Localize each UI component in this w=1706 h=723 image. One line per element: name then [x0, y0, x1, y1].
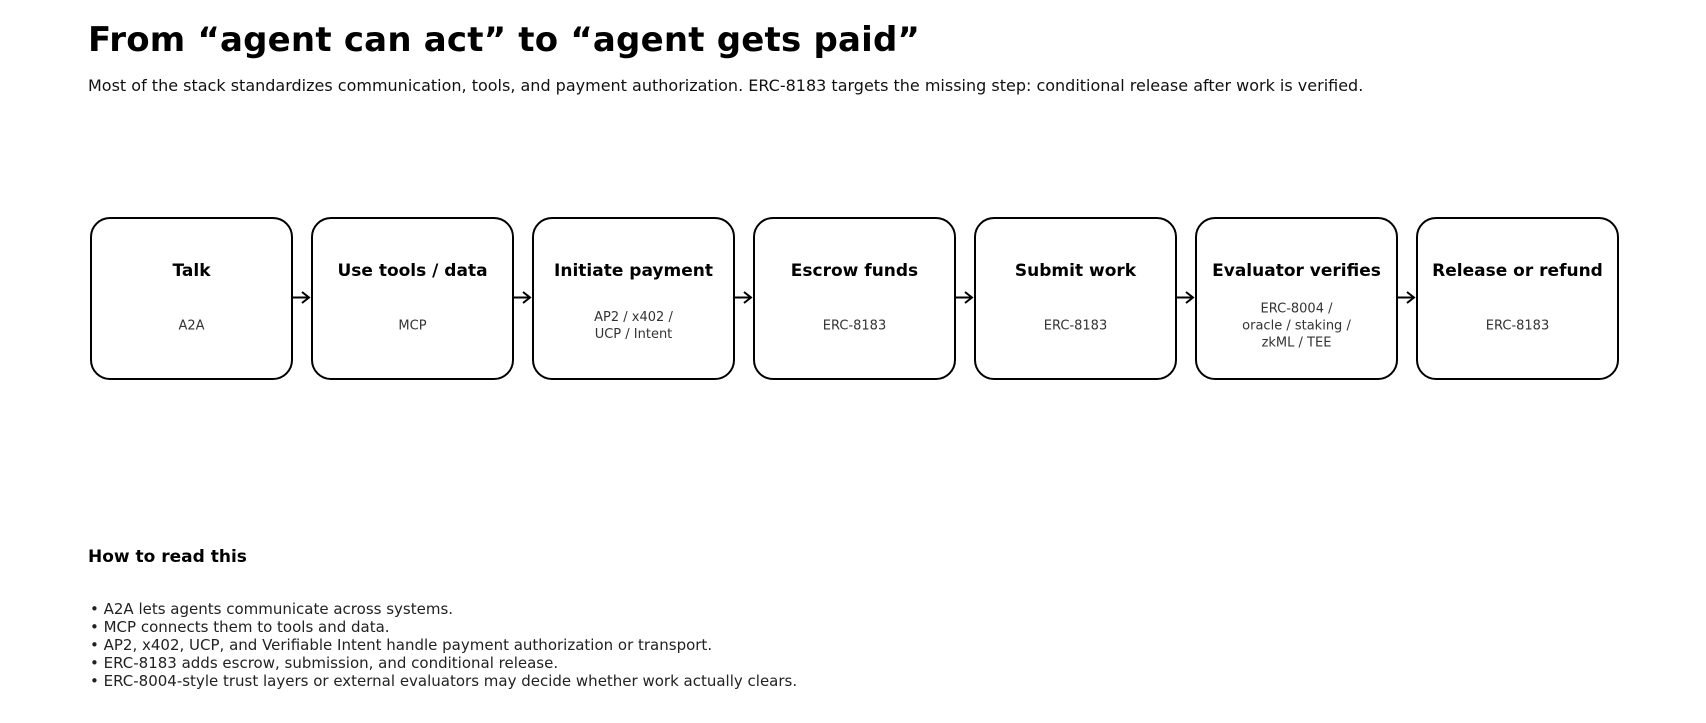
flow-step-release-or-refund: Release or refund ERC-8183 [1416, 217, 1619, 380]
flow-step-title: Evaluator verifies [1212, 261, 1381, 282]
flow-step-title: Release or refund [1432, 261, 1603, 282]
flow-step-submit-work: Submit work ERC-8183 [974, 217, 1177, 380]
arrow-right-icon [293, 289, 311, 306]
flow-step-title: Initiate payment [554, 261, 713, 282]
arrow-right-icon [514, 289, 532, 306]
legend-list: • A2A lets agents communicate across sys… [90, 600, 797, 690]
arrow-right-icon [1398, 289, 1416, 306]
legend-bullet: • ERC-8004-style trust layers or externa… [90, 672, 798, 690]
flow-step-initiate-payment: Initiate payment AP2 / x402 / UCP / Inte… [532, 217, 735, 380]
legend-bullet: • A2A lets agents communicate across sys… [90, 600, 454, 618]
flow-step-escrow-funds: Escrow funds ERC-8183 [753, 217, 956, 380]
flow-step-detail: A2A [178, 318, 205, 334]
flow-step-use-tools: Use tools / data MCP [311, 217, 514, 380]
flow-step-detail: ERC-8183 [1485, 318, 1550, 334]
legend-heading: How to read this [88, 547, 247, 567]
legend-bullet: • MCP connects them to tools and data. [90, 618, 390, 636]
page-subtitle: Most of the stack standardizes communica… [88, 76, 1364, 95]
flow-step-detail: ERC-8183 [1043, 318, 1108, 334]
flow-step-evaluator-verifies: Evaluator verifies ERC-8004 / oracle / s… [1195, 217, 1398, 380]
arrow-right-icon [1177, 289, 1195, 306]
flow-step-title: Submit work [1014, 261, 1137, 282]
legend-bullet: • AP2, x402, UCP, and Verifiable Intent … [90, 636, 713, 654]
flow-step-detail: ERC-8183 [822, 318, 887, 334]
flow-step-title: Use tools / data [337, 261, 488, 282]
flow-step-title: Talk [172, 261, 211, 282]
flow-step-title: Escrow funds [790, 261, 919, 282]
flow-step-detail: AP2 / x402 / UCP / Intent [594, 309, 673, 342]
flow-step-talk: Talk A2A [90, 217, 293, 380]
legend-bullet: • ERC-8183 adds escrow, submission, and … [90, 654, 559, 672]
arrow-right-icon [956, 289, 974, 306]
flow-step-detail: MCP [398, 318, 427, 334]
arrow-right-icon [735, 289, 753, 306]
flow-step-detail: ERC-8004 / oracle / staking / zkML / TEE [1242, 301, 1351, 351]
page-title: From “agent can act” to “agent gets paid… [88, 20, 921, 60]
